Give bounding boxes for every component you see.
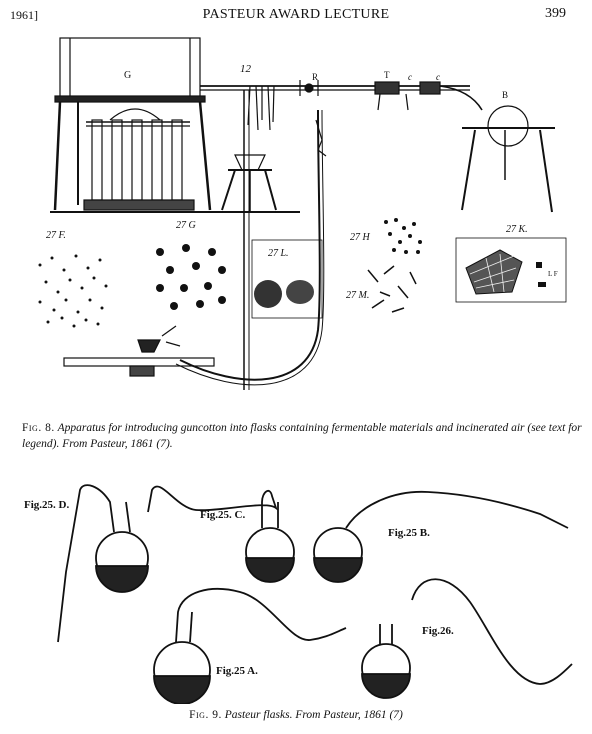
label-27K: 27 K. <box>506 224 528 235</box>
flask-25A <box>153 588 347 704</box>
figure-8-label: Fig. 8. <box>22 422 55 434</box>
label-fig25B: Fig.25 B. <box>388 527 430 539</box>
figure-8-caption-text: Apparatus for introducing guncotton into… <box>22 422 582 450</box>
figure-9-caption: Fig. 9. Pasteur flasks. From Pasteur, 18… <box>0 709 592 721</box>
running-header: 1961] PASTEUR AWARD LECTURE 399 <box>0 6 592 26</box>
panel-27L: 27 L. <box>251 239 323 319</box>
flask-B <box>487 105 529 147</box>
label-12: 12 <box>240 63 252 75</box>
burner-tube <box>111 119 123 201</box>
running-title: PASTEUR AWARD LECTURE <box>202 7 390 22</box>
furnace-shelf <box>54 95 206 103</box>
flask-25D <box>57 484 149 643</box>
panel-27K: 27 K. L F <box>455 224 567 303</box>
flask-25B <box>313 491 569 583</box>
burner-tube <box>171 119 183 201</box>
figure-9-label: Fig. 9. <box>189 709 222 721</box>
label-fig25C: Fig.25. C. <box>200 509 245 521</box>
volume-year: 1961] <box>10 8 38 22</box>
panel-27M: 27 M. <box>346 265 417 313</box>
label-c2: c <box>436 72 440 82</box>
label-fig26: Fig.26. <box>422 625 454 637</box>
label-c1: c <box>408 72 412 82</box>
figure-9-illustration: Fig.25. D. Fig.25. C. Fig.25 B. Fig.25 A… <box>24 484 573 704</box>
burner-tube <box>131 119 143 201</box>
figure-9-caption-text: Pasteur flasks. From Pasteur, 1861 (7) <box>224 709 403 721</box>
burner-tube <box>91 119 103 201</box>
label-27L: 27 L. <box>268 248 289 259</box>
label-B: B <box>502 90 508 100</box>
label-T: T <box>384 70 390 80</box>
figure-8-illustration: G 12 R T c c B 27 F. 27 G 27 L. <box>38 37 567 390</box>
panel-27H: 27 H <box>350 218 422 254</box>
label-R: R <box>312 72 318 82</box>
label-fig25A: Fig.25 A. <box>216 665 258 677</box>
page-number: 399 <box>545 6 566 21</box>
label-G: G <box>124 70 131 81</box>
furnace-box <box>59 37 201 99</box>
burner-tube <box>151 119 163 201</box>
panel-27F: 27 F. <box>38 230 108 328</box>
panel-27G: 27 G <box>156 220 226 310</box>
flask-26 <box>361 578 573 699</box>
label-27H: 27 H <box>350 232 371 243</box>
label-27F: 27 F. <box>46 230 66 241</box>
connector-T <box>374 81 400 95</box>
flask-25C <box>147 485 295 583</box>
label-fig25D: Fig.25. D. <box>24 499 69 511</box>
label-27G: 27 G <box>176 220 196 231</box>
figure-8-caption: Fig. 8. Apparatus for introducing guncot… <box>22 420 582 452</box>
label-LF: L F <box>548 270 558 278</box>
label-27M: 27 M. <box>346 290 369 301</box>
connector-c <box>419 81 441 95</box>
